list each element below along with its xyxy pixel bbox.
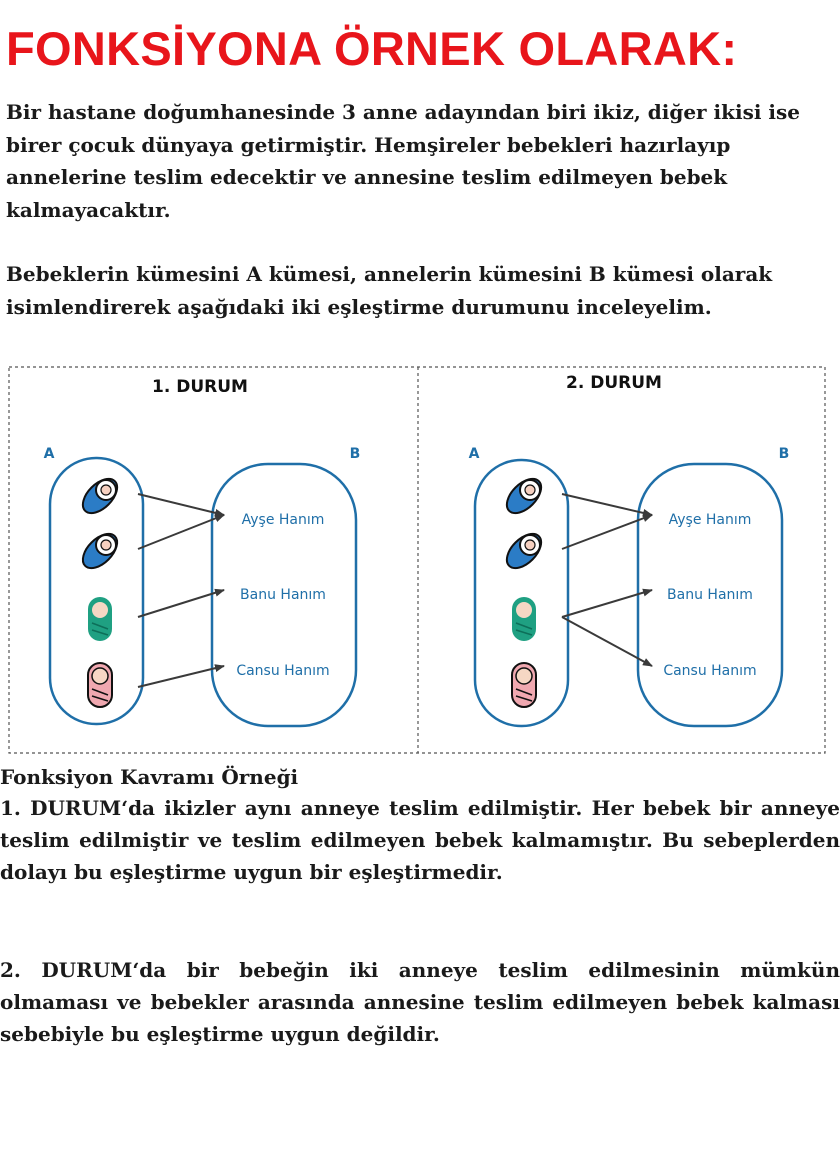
set-b-oval bbox=[210, 462, 358, 728]
set-b-label: B bbox=[779, 446, 790, 462]
mother-label: Banu Hanım bbox=[240, 587, 326, 603]
setup-paragraph: Bebeklerin kümesini A kümesi, annelerin … bbox=[6, 262, 773, 319]
mapping-arrow bbox=[137, 493, 225, 517]
mother-label: Ayşe Hanım bbox=[242, 512, 325, 528]
mapping-arrow bbox=[137, 664, 225, 688]
set-a-label: A bbox=[469, 446, 480, 462]
figure-caption: Fonksiyon Kavramı Örneği bbox=[0, 765, 299, 789]
mother-label: Cansu Hanım bbox=[663, 663, 756, 679]
mother-label: Banu Hanım bbox=[667, 587, 753, 603]
baby-pink-icon bbox=[87, 662, 113, 708]
mapping-arrow bbox=[561, 588, 653, 618]
baby-teal-icon bbox=[512, 597, 536, 641]
mapping-arrow bbox=[561, 493, 653, 517]
baby-blue-icon bbox=[81, 532, 119, 570]
set-b-label: B bbox=[350, 446, 361, 462]
intro-paragraph: Bir hastane doğumhanesinde 3 anne adayın… bbox=[6, 100, 801, 222]
baby-blue-icon bbox=[81, 477, 119, 515]
baby-teal-icon bbox=[88, 597, 112, 641]
page-title: FONKSİYONA ÖRNEK OLARAK: bbox=[6, 22, 738, 75]
baby-blue-icon bbox=[505, 477, 543, 515]
mother-label: Cansu Hanım bbox=[236, 663, 329, 679]
baby-blue-icon bbox=[505, 532, 543, 570]
mapping-arrow bbox=[561, 616, 653, 667]
mapping-arrow bbox=[137, 514, 225, 550]
mother-label: Ayşe Hanım bbox=[669, 512, 752, 528]
explanation-durum-2: 2. DURUM‘da bir bebeğin iki anneye tesli… bbox=[0, 958, 840, 1046]
set-a-label: A bbox=[44, 446, 55, 462]
mapping-arrow bbox=[137, 588, 225, 618]
set-a-oval bbox=[48, 456, 145, 726]
figure-border bbox=[8, 366, 826, 754]
panel-heading: 2. DURUM bbox=[566, 373, 662, 393]
panel-heading: 1. DURUM bbox=[152, 377, 248, 397]
baby-pink-icon bbox=[511, 662, 537, 708]
set-a-oval bbox=[473, 458, 570, 728]
explanation-durum-1: 1. DURUM‘da ikizler aynı anneye teslim e… bbox=[0, 796, 840, 884]
mapping-arrow bbox=[561, 514, 653, 550]
